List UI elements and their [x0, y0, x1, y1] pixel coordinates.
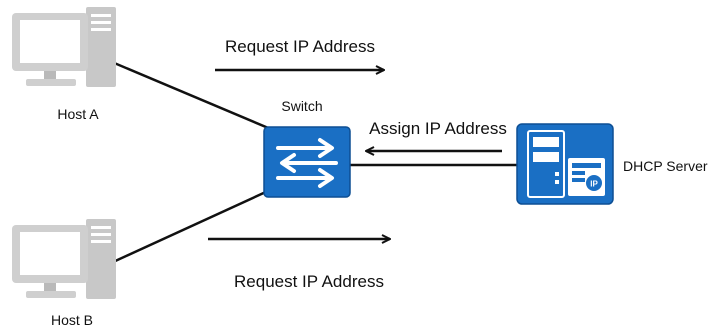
- request-label-top: Request IP Address: [225, 37, 375, 56]
- dhcp-server-label: DHCP Server: [623, 158, 708, 174]
- host-a-computer-icon: [12, 7, 116, 87]
- assign-label: Assign IP Address: [369, 119, 507, 138]
- host-b-computer-icon: [12, 219, 116, 299]
- host-a-label: Host A: [57, 106, 99, 122]
- ip-badge-text: IP: [590, 180, 598, 189]
- dhcp-server-icon: IP: [516, 123, 614, 205]
- host-b-label: Host B: [51, 312, 93, 328]
- request-label-bottom: Request IP Address: [234, 272, 384, 291]
- switch-icon: [263, 126, 351, 198]
- link-host-b-switch: [99, 178, 293, 270]
- link-host-a-switch: [99, 55, 293, 140]
- switch-label: Switch: [281, 98, 322, 114]
